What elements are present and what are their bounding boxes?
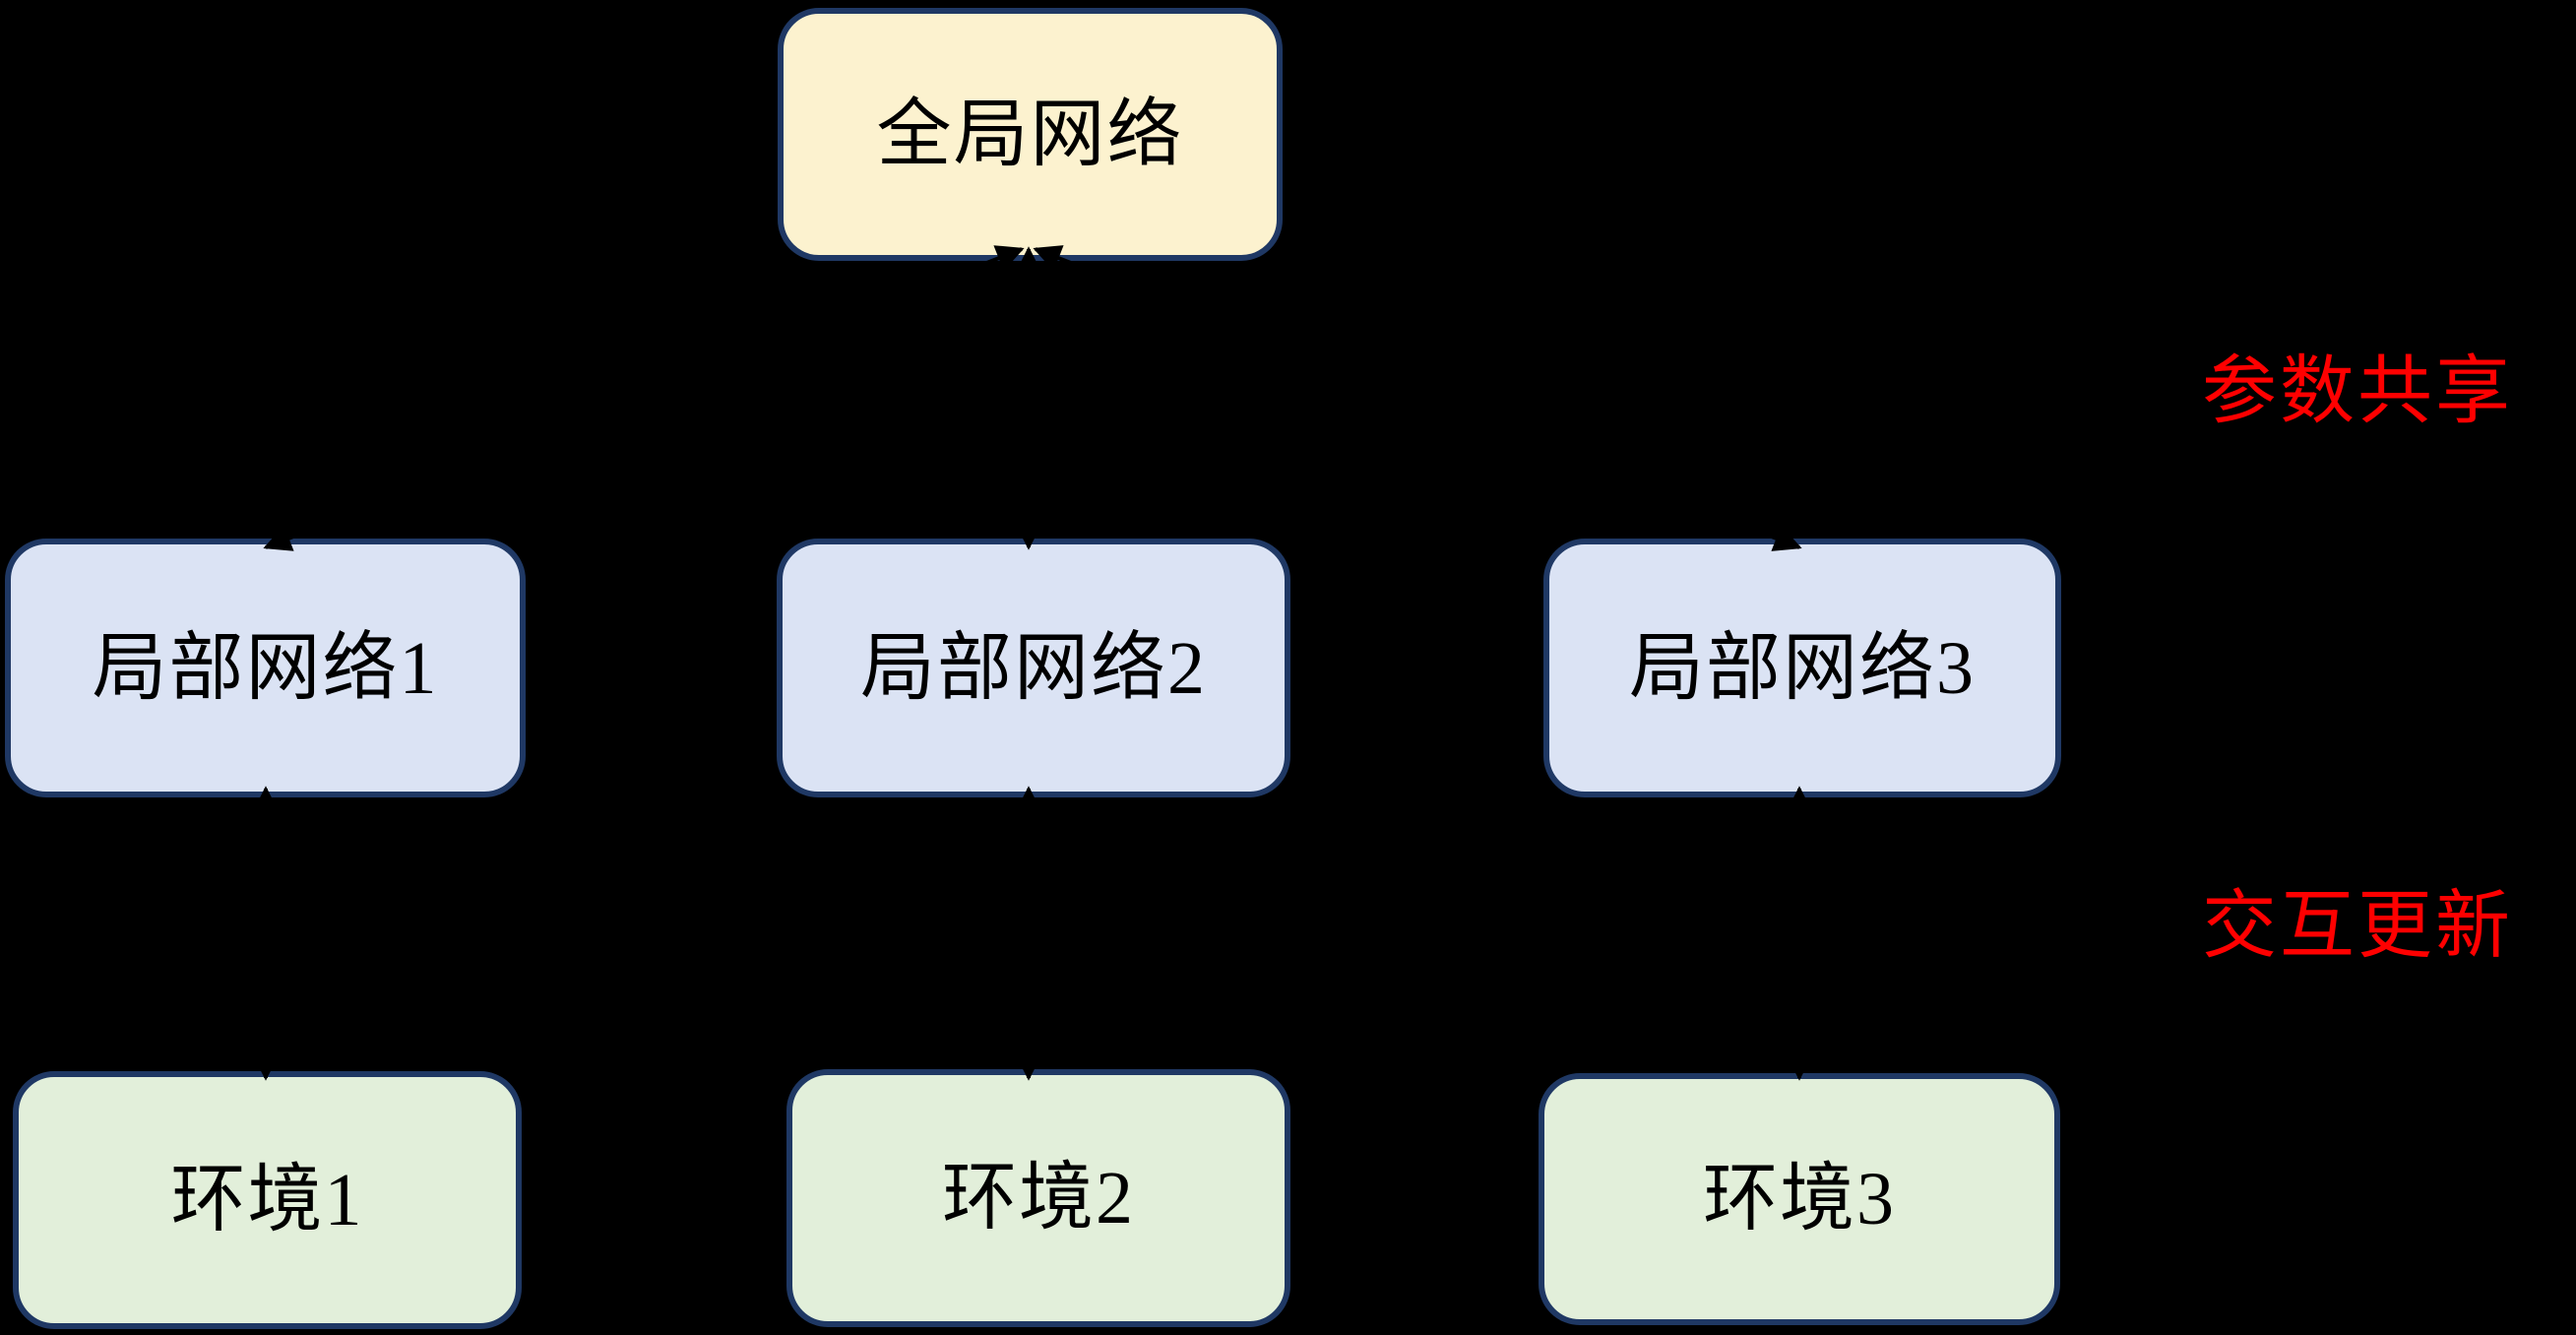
interact-update-annotation: 交互更新	[2202, 885, 2513, 968]
global-network-label: 全局网络	[876, 93, 1184, 176]
arrow-local3-global	[1033, 245, 1802, 551]
environment-3-node: 环境3	[1539, 1073, 2060, 1325]
param-share-annotation: 参数共享	[2202, 350, 2513, 433]
local-network-3-label: 局部网络3	[1629, 626, 1976, 710]
environment-3-label: 环境3	[1703, 1158, 1896, 1240]
environment-2-label: 环境2	[942, 1157, 1135, 1240]
arrow-local1-global	[263, 245, 1025, 551]
global-network-node: 全局网络	[778, 8, 1283, 261]
local-network-2-label: 局部网络2	[860, 626, 1207, 710]
environment-2-node: 环境2	[786, 1069, 1290, 1327]
local-network-1-node: 局部网络1	[5, 539, 526, 797]
local-network-1-label: 局部网络1	[92, 626, 439, 710]
environment-1-node: 环境1	[13, 1071, 522, 1329]
environment-1-label: 环境1	[170, 1159, 364, 1241]
local-network-2-node: 局部网络2	[777, 539, 1290, 797]
local-network-3-node: 局部网络3	[1543, 539, 2061, 797]
